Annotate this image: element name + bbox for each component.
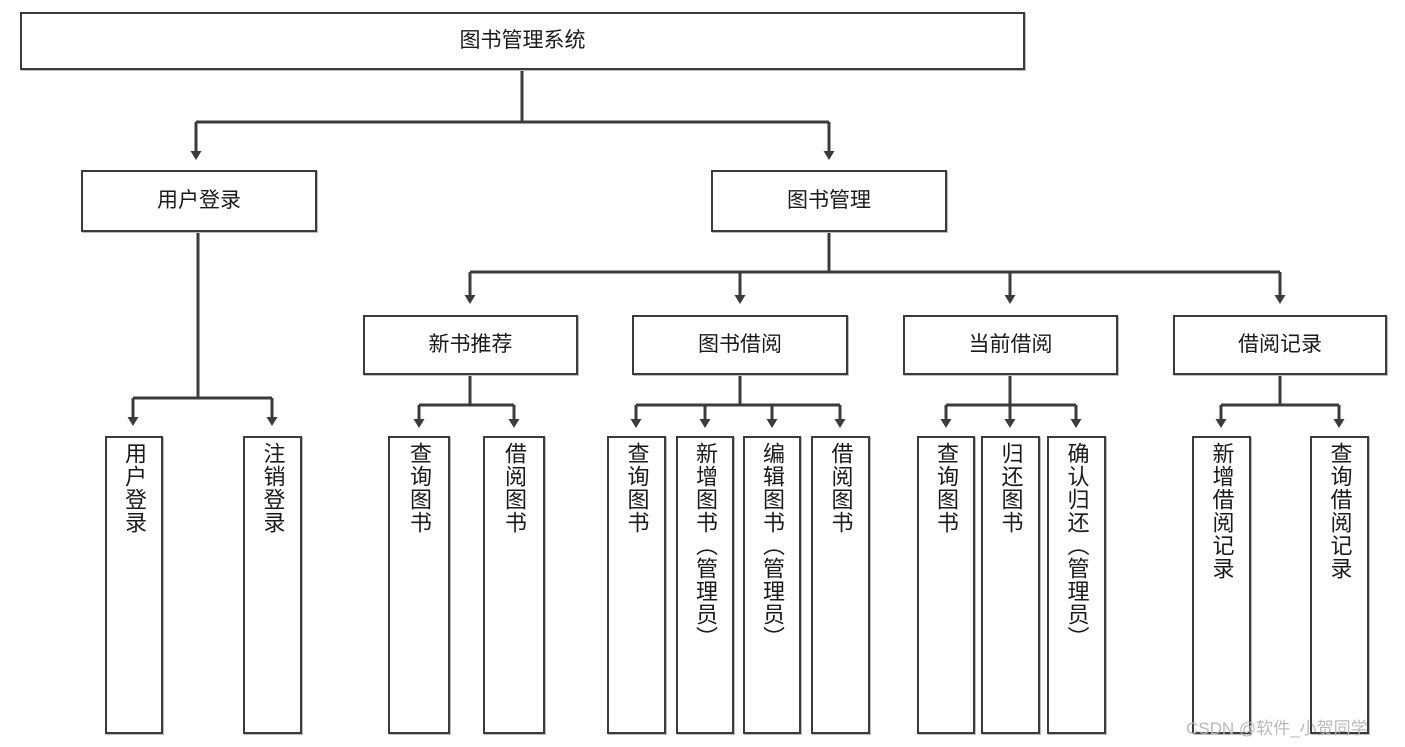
leaf-node-label: 注销登录: [260, 442, 286, 534]
leaf-node[interactable]: 用户登录: [105, 436, 163, 734]
leaf-node-label: 查询图书: [407, 442, 432, 534]
node-root[interactable]: 图书管理系统: [20, 12, 1025, 70]
leaf-node-label: 编辑图书（管理员）: [760, 442, 785, 649]
leaf-node[interactable]: 归还图书: [981, 436, 1040, 734]
leaf-node[interactable]: 借阅图书: [811, 436, 870, 734]
leaf-node-label: 新增图书（管理员）: [693, 442, 718, 649]
node-current-borrow[interactable]: 当前借阅: [903, 315, 1118, 375]
leaf-node-label: 借阅图书: [502, 442, 527, 534]
leaf-node[interactable]: 借阅图书: [483, 436, 545, 734]
leaf-node-label: 查询图书: [624, 442, 650, 534]
leaf-node-label: 归还图书: [998, 442, 1024, 534]
leaf-node-label: 借阅图书: [828, 442, 854, 534]
node-new-book-recommend[interactable]: 新书推荐: [363, 315, 578, 375]
leaf-node[interactable]: 查询借阅记录: [1310, 436, 1369, 734]
node-book-borrow[interactable]: 图书借阅: [632, 315, 848, 375]
leaf-node-label: 用户登录: [122, 442, 147, 534]
node-user-login-label: 用户登录: [157, 188, 241, 212]
node-book-management[interactable]: 图书管理: [711, 170, 947, 232]
leaf-node[interactable]: 确认归还（管理员）: [1047, 436, 1106, 734]
node-book-management-label: 图书管理: [787, 188, 871, 212]
leaf-node[interactable]: 查询图书: [917, 436, 975, 734]
node-user-login[interactable]: 用户登录: [81, 170, 317, 232]
leaf-node[interactable]: 编辑图书（管理员）: [743, 436, 801, 734]
node-current-borrow-label: 当前借阅: [968, 332, 1053, 356]
node-borrow-record[interactable]: 借阅记录: [1173, 315, 1387, 375]
node-borrow-record-label: 借阅记录: [1238, 332, 1322, 356]
node-root-label: 图书管理系统: [459, 28, 586, 52]
leaf-node-label: 查询借阅记录: [1327, 442, 1353, 580]
leaf-node[interactable]: 查询图书: [607, 436, 666, 734]
leaf-node[interactable]: 注销登录: [243, 436, 302, 734]
leaf-node-label: 查询图书: [934, 442, 959, 534]
leaf-node[interactable]: 新增图书（管理员）: [676, 436, 734, 734]
leaf-node[interactable]: 查询图书: [388, 436, 450, 734]
node-new-book-recommend-label: 新书推荐: [428, 332, 513, 356]
leaf-node[interactable]: 新增借阅记录: [1192, 436, 1251, 734]
node-book-borrow-label: 图书借阅: [698, 332, 782, 356]
leaf-node-label: 新增借阅记录: [1209, 442, 1235, 580]
leaf-node-label: 确认归还（管理员）: [1064, 442, 1090, 649]
csdn-watermark: CSDN @软件_小贺同学: [1186, 719, 1368, 738]
